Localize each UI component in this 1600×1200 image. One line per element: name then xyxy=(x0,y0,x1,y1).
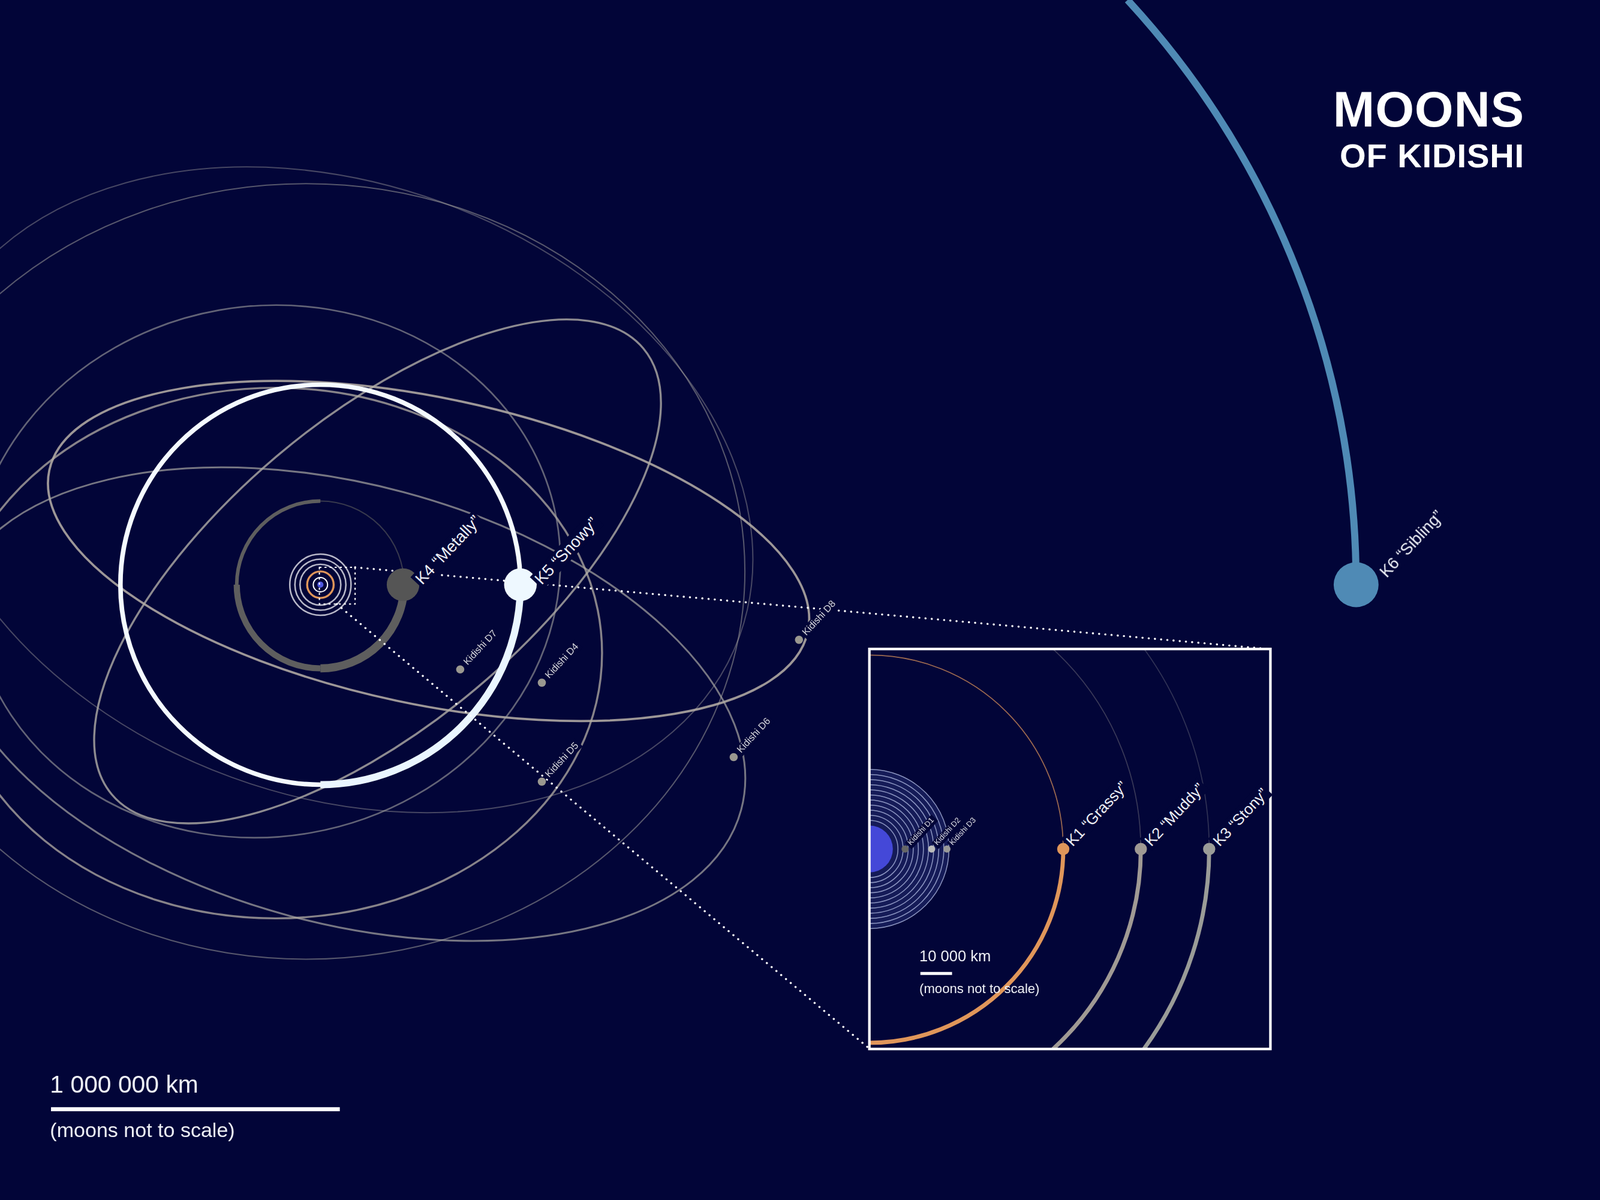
moon-label: K4 “Metally” xyxy=(410,510,487,591)
moon xyxy=(537,777,547,787)
ring xyxy=(289,554,351,616)
orbit xyxy=(869,654,1064,1043)
orbit xyxy=(0,388,603,919)
orbit xyxy=(236,500,405,669)
orbit-trail xyxy=(320,584,405,669)
orbit xyxy=(869,648,1142,1049)
orbit-trail xyxy=(236,584,321,669)
title: MOONS OF KIDISHI xyxy=(1294,81,1526,176)
ring xyxy=(869,769,950,929)
inset-ground xyxy=(869,648,1271,1049)
planet xyxy=(869,825,893,873)
scale-note: (moons not to scale) xyxy=(49,1118,235,1142)
ring xyxy=(869,805,914,893)
k5-orbit xyxy=(120,384,521,785)
ring xyxy=(307,571,334,598)
moon-label: Kidishi D7 xyxy=(459,626,501,670)
moon xyxy=(1333,562,1379,608)
k4-orbit xyxy=(236,500,405,669)
orbit-trail xyxy=(236,500,321,585)
ring xyxy=(869,789,929,908)
moon xyxy=(901,845,909,853)
orbit xyxy=(0,55,845,925)
ring xyxy=(313,577,328,592)
orbit xyxy=(0,258,603,884)
ring xyxy=(299,564,341,606)
moon xyxy=(943,845,951,853)
scale-bar xyxy=(50,1107,341,1112)
moon-label: Kidishi D5 xyxy=(542,738,583,782)
mini-system xyxy=(289,554,356,616)
moon xyxy=(729,753,739,762)
ring-disc xyxy=(869,769,950,929)
moon xyxy=(456,665,465,674)
rings xyxy=(869,769,950,929)
planet xyxy=(317,581,324,588)
orbit xyxy=(120,384,521,785)
orbit xyxy=(869,648,1210,1049)
orbit-trail xyxy=(1143,849,1209,1049)
ring xyxy=(869,820,899,878)
ring xyxy=(869,774,944,923)
orbit-trail xyxy=(1053,849,1141,1049)
k6-orbit xyxy=(1127,0,1356,585)
ring xyxy=(869,810,909,888)
ring xyxy=(869,779,940,919)
scale-label: 1 000 000 km xyxy=(49,1070,198,1099)
scale-label: 10 000 km xyxy=(919,946,991,965)
moon-label: K6 “Sibling” xyxy=(1374,505,1449,583)
moon-label: Kidishi D4 xyxy=(542,639,583,683)
irregular-orbits xyxy=(0,55,845,1022)
ring xyxy=(869,815,904,883)
orbit xyxy=(0,183,745,959)
ring xyxy=(869,784,934,913)
inset xyxy=(529,509,1271,1189)
orbit-trail xyxy=(320,584,520,785)
moon xyxy=(794,635,803,645)
leader-line xyxy=(337,603,868,1047)
moon-label: K5 “Snowy” xyxy=(530,512,604,591)
moon-label: Kidishi D6 xyxy=(733,714,775,757)
moon xyxy=(504,568,537,601)
orbit-trail xyxy=(869,849,1064,1043)
inset-frame xyxy=(869,648,1271,1049)
zoom-box xyxy=(319,567,356,604)
moon xyxy=(537,678,547,688)
moon xyxy=(928,845,936,853)
orbit xyxy=(17,320,840,782)
scale-bar xyxy=(920,972,953,976)
moon-label: Kidishi D8 xyxy=(798,597,840,640)
orbit xyxy=(0,386,799,1022)
scale-note: (moons not to scale) xyxy=(919,981,1040,997)
